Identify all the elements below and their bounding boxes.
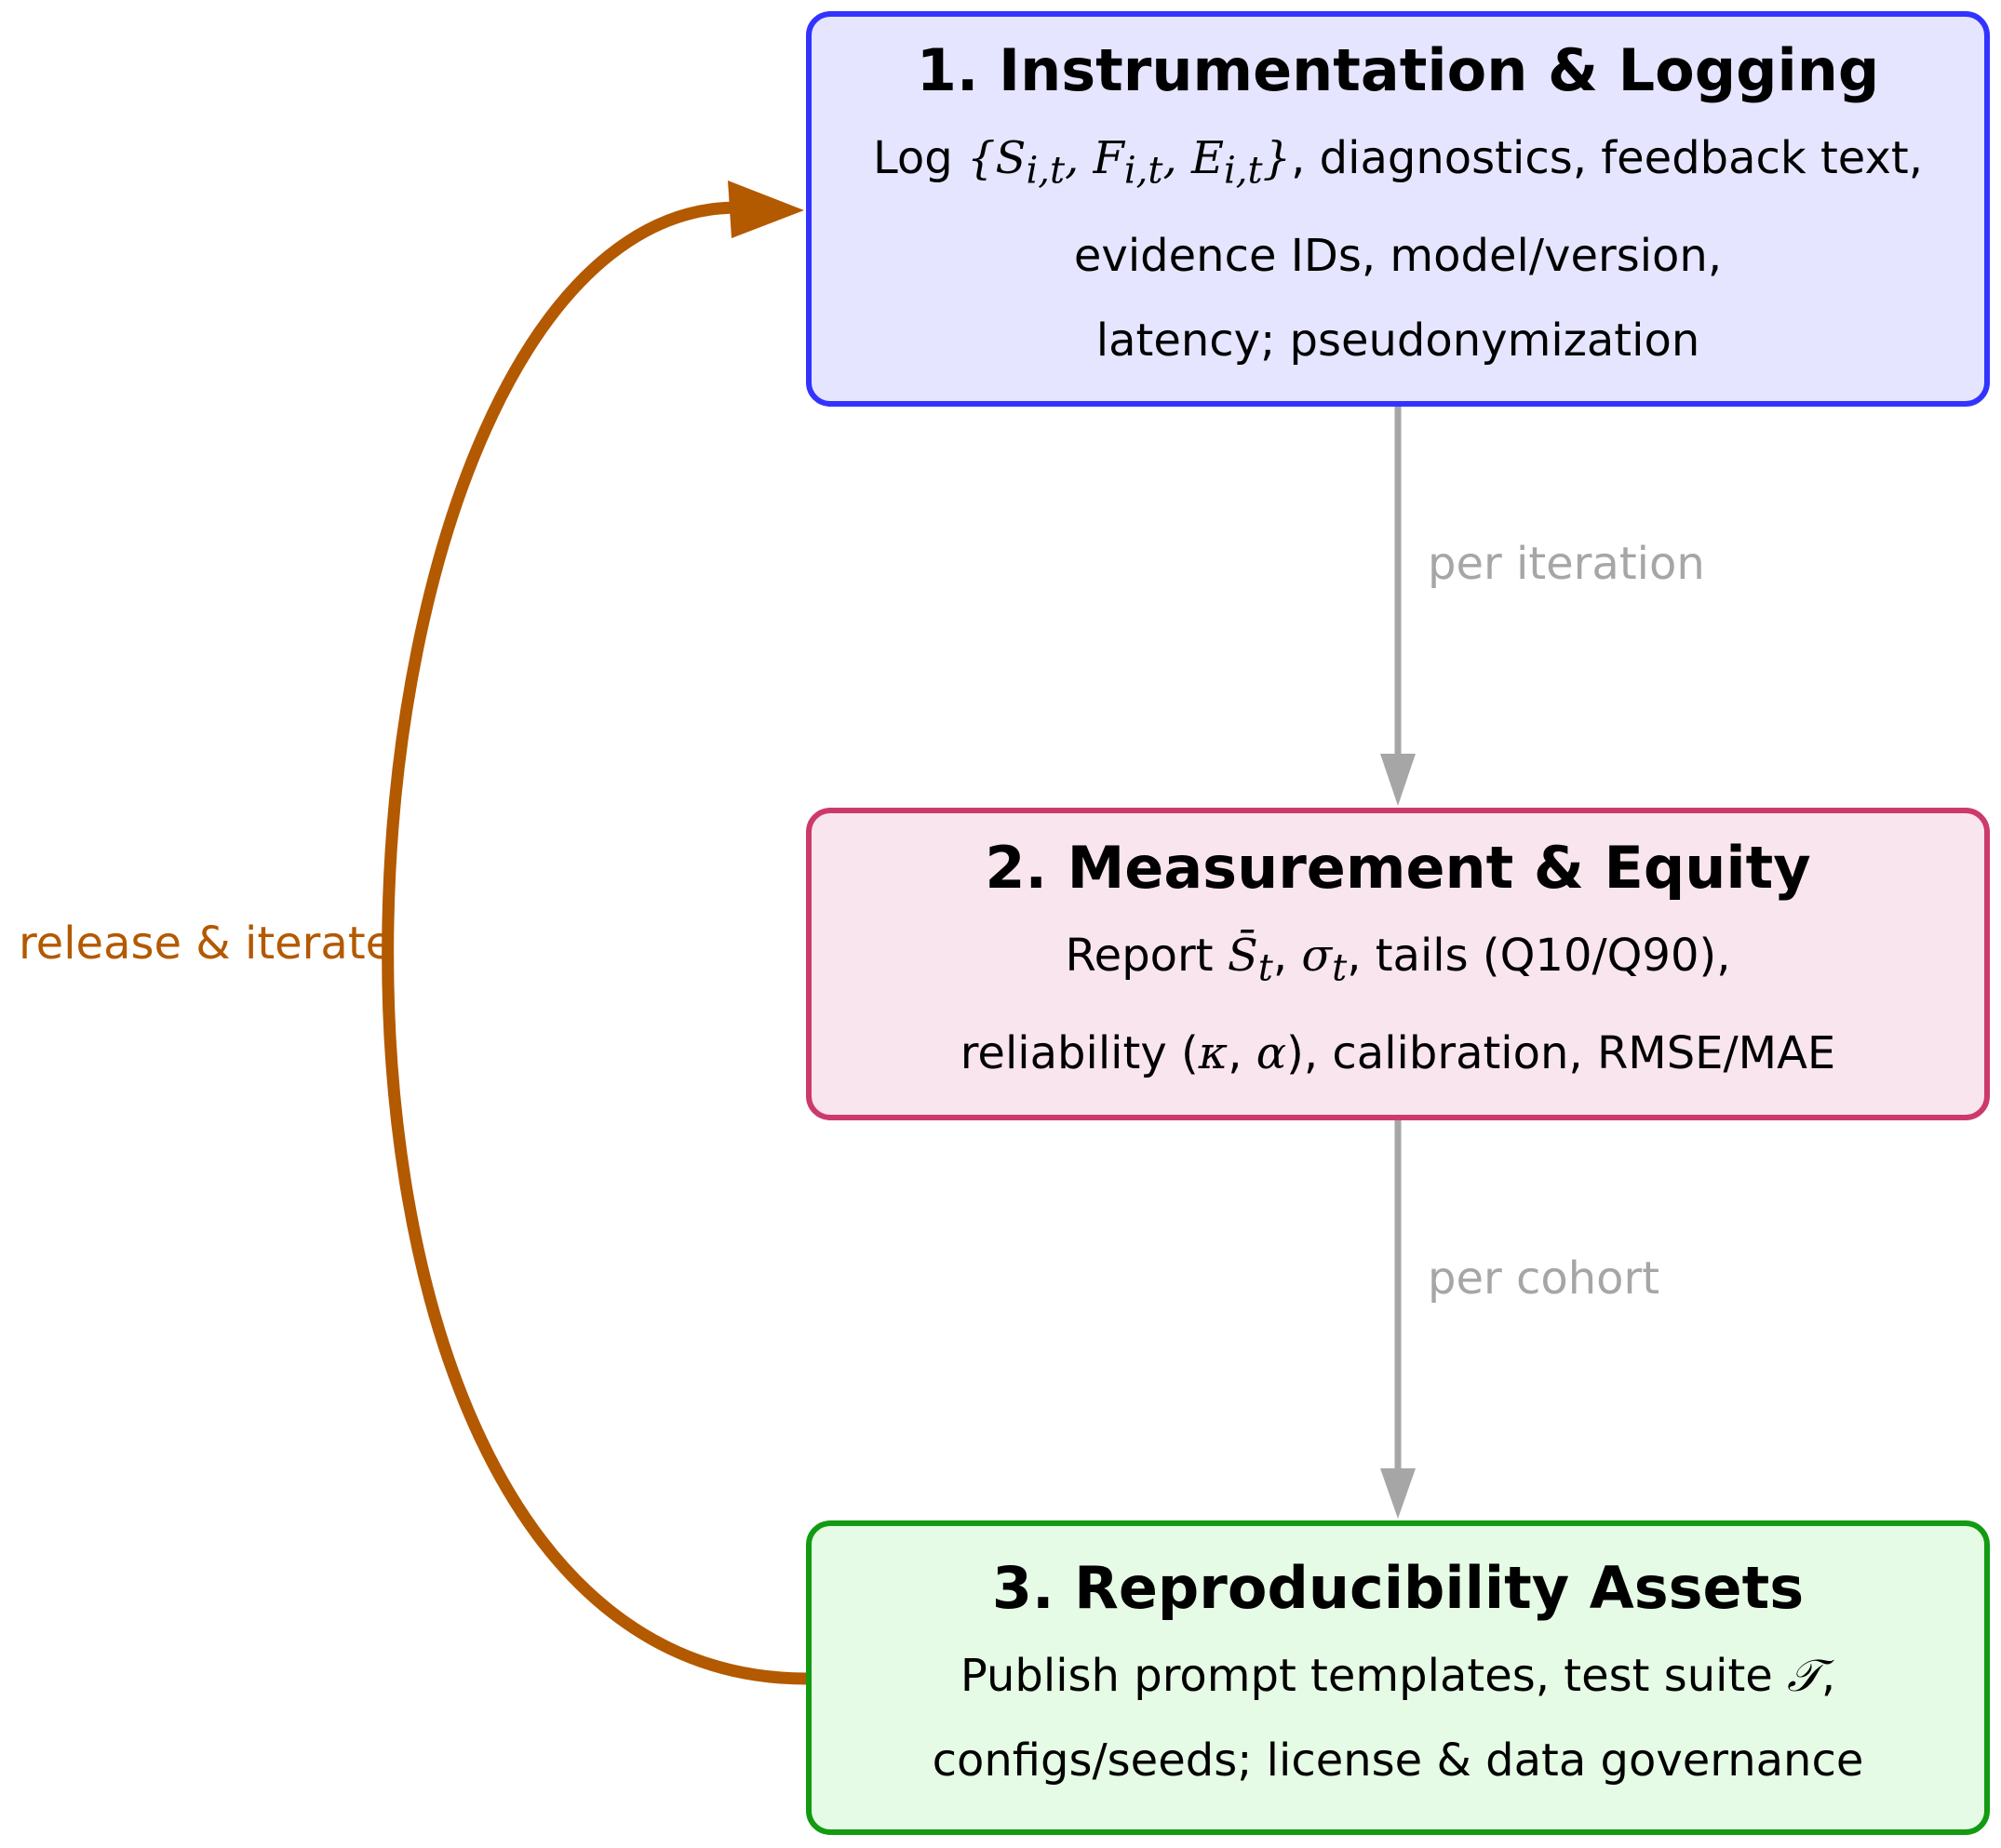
box2-line-2: reliability (κ, α), calibration, RMSE/MA… bbox=[960, 1026, 1836, 1079]
box2-line-1: Report S̄t, σt, tails (Q10/Q90), bbox=[1065, 930, 1731, 990]
box3-line-1: Publish prompt templates, test suite 𝒯, bbox=[960, 1650, 1836, 1702]
edge-loop-box3-to-box1 bbox=[382, 201, 807, 1685]
arrowhead-box2 bbox=[1380, 754, 1416, 806]
log-variable-set: {Si,t, Fi,t, Ei,t} bbox=[967, 132, 1292, 193]
arrowhead-box1 bbox=[728, 181, 804, 238]
std-symbol: σt bbox=[1301, 930, 1348, 990]
edge-label-release-iterate: release & iterate bbox=[19, 917, 394, 970]
arrowhead-box3 bbox=[1380, 1468, 1416, 1519]
report-prefix: Report bbox=[1065, 930, 1214, 983]
edge-label-per-cohort: per cohort bbox=[1428, 1252, 1660, 1305]
kappa-symbol: κ bbox=[1198, 1026, 1229, 1079]
box1-line-1: Log {Si,t, Fi,t, Ei,t}, diagnostics, fee… bbox=[873, 116, 1923, 214]
box3-title: 3. Reproducibility Assets bbox=[991, 1554, 1805, 1622]
box3-line-2: configs/seeds; license & data governance bbox=[932, 1734, 1864, 1787]
box-reproducibility-assets: 3. Reproducibility Assets Publish prompt… bbox=[806, 1520, 1990, 1835]
box1-title: 1. Instrumentation & Logging bbox=[916, 36, 1880, 105]
box2-title: 2. Measurement & Equity bbox=[985, 834, 1811, 903]
log-prefix: Log bbox=[873, 132, 953, 185]
test-suite-symbol: 𝒯 bbox=[1787, 1650, 1821, 1702]
tails-text: tails (Q10/Q90), bbox=[1375, 930, 1731, 983]
edge-label-per-iteration: per iteration bbox=[1428, 538, 1705, 590]
alpha-symbol: α bbox=[1256, 1026, 1287, 1079]
box1-line-3: latency; pseudonymization bbox=[1095, 314, 1700, 367]
box-instrumentation-logging: 1. Instrumentation & Logging Log {Si,t, … bbox=[806, 11, 1990, 407]
box-measurement-equity: 2. Measurement & Equity Report S̄t, σt, … bbox=[806, 808, 1990, 1120]
log-suffix: , diagnostics, feedback text, bbox=[1291, 132, 1923, 185]
mean-score-symbol: S̄t bbox=[1227, 930, 1273, 990]
box1-line-2: evidence IDs, model/version, bbox=[1073, 229, 1723, 282]
